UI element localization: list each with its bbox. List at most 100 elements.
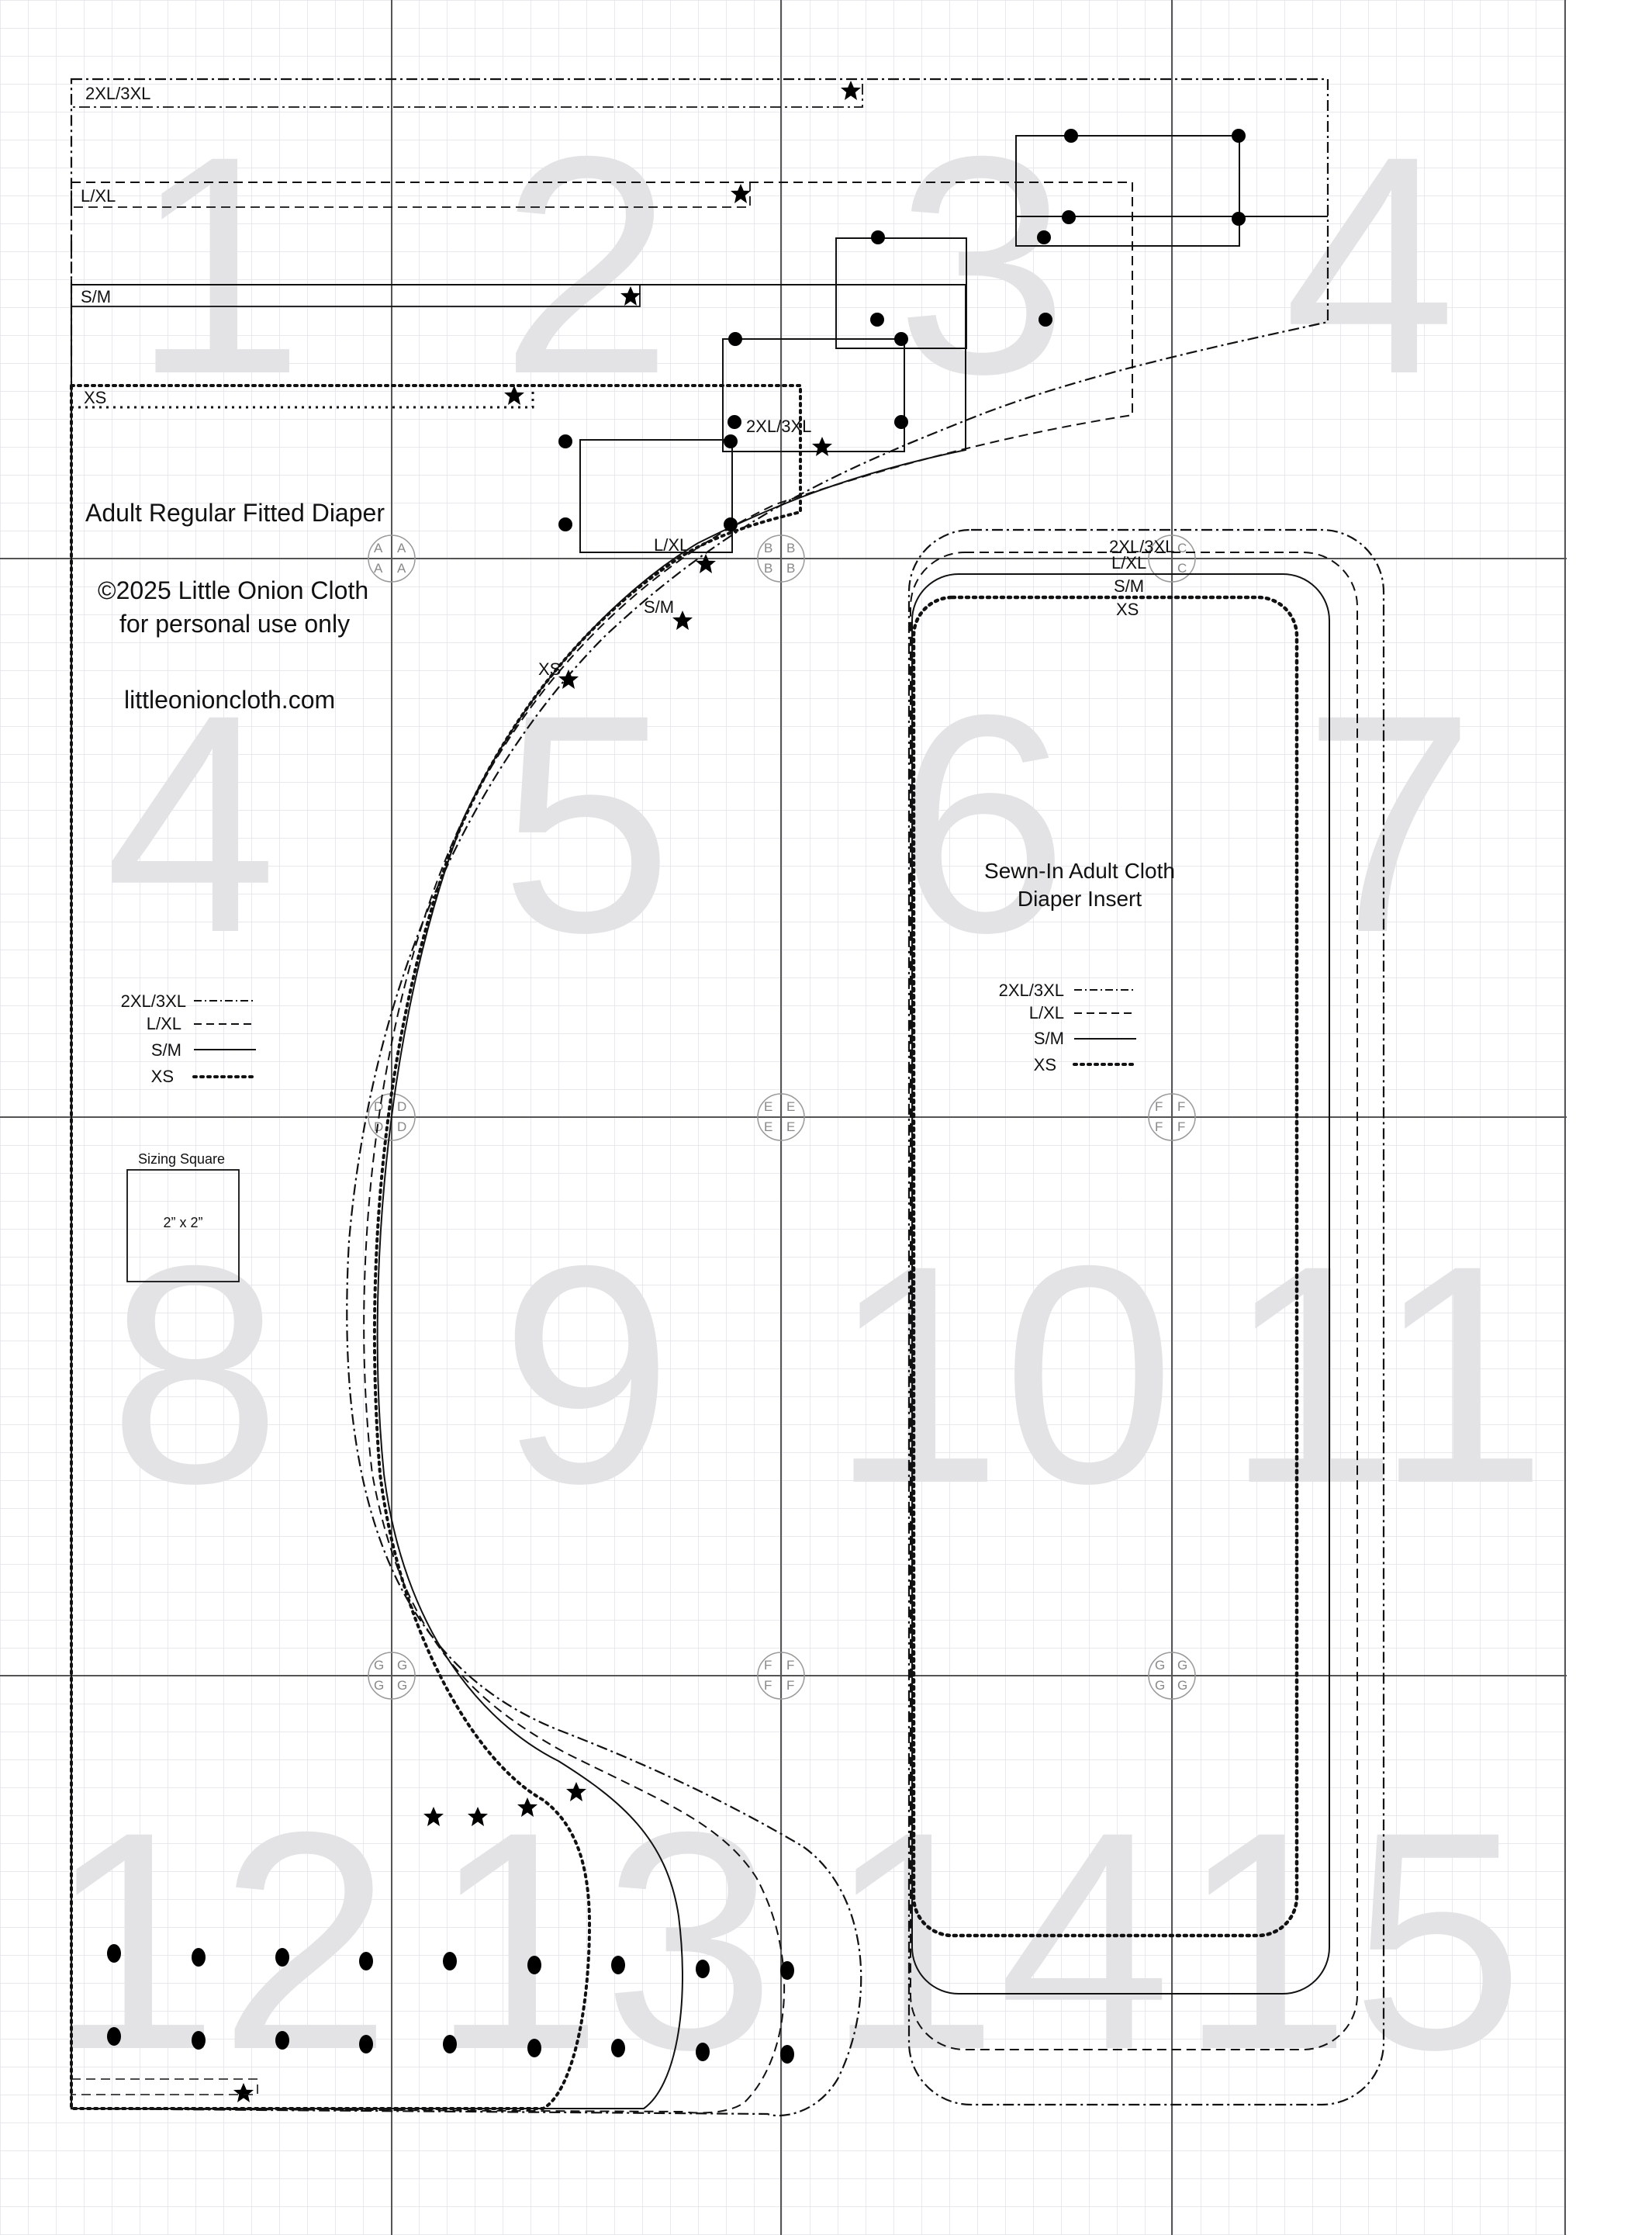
insert-title-line2: Diaper Insert (1018, 887, 1142, 911)
page-number: 2 (500, 92, 672, 438)
size-label-bars (70, 78, 863, 409)
reg-letter: C (1177, 541, 1187, 555)
size-label-xs: XS (84, 388, 106, 407)
bottom-snap-dots (107, 1944, 794, 2064)
diaper-outlines (70, 78, 1329, 2117)
size-label-sm-tab: S/M (644, 597, 674, 617)
insert-legend-label: 2XL/3XL (999, 981, 1064, 1000)
diaper-outline-s-m (71, 284, 966, 2109)
reg-letter: G (397, 1658, 407, 1673)
insert-size-label-2xl: 2XL/3XL (1109, 537, 1174, 556)
insert-legend-label: XS (1034, 1055, 1056, 1074)
reg-letter: G (1155, 1658, 1165, 1673)
page-number: 9 (500, 1201, 672, 1548)
page-grid-lines (0, 0, 1567, 2235)
legend-label: L/XL (147, 1014, 181, 1033)
insert-size-label-sm: S/M (1114, 576, 1144, 596)
tab-rect-lxl (835, 237, 967, 349)
tab-rect-xs (579, 439, 733, 553)
reg-letter: A (374, 561, 383, 576)
insert-outline-xs (911, 595, 1299, 1938)
page-number: 1 (132, 92, 304, 438)
legend-label: S/M (151, 1040, 181, 1060)
registration-mark-b (757, 535, 805, 583)
legend-label: 2XL/3XL (121, 991, 186, 1011)
reg-letter: F (764, 1658, 772, 1673)
page-number: 14 (826, 1767, 1171, 2114)
page-number: 10 (830, 1201, 1175, 1548)
tab-rect-sm (722, 338, 905, 452)
insert-outline-l-xl (910, 552, 1358, 2050)
diaper-outline-l-xl (71, 182, 1133, 2114)
reg-letter: F (1155, 1099, 1163, 1114)
reg-letter: G (1155, 1678, 1165, 1693)
registration-mark-f2 (757, 1652, 805, 1700)
insert-title-line1: Sewn-In Adult Cloth (984, 859, 1175, 883)
page-numbers: 1 2 3 4 4 5 6 7 8 9 10 11 12 13 14 15 (47, 92, 1547, 2114)
reg-letter: E (786, 1099, 795, 1114)
reg-letter: G (1177, 1678, 1187, 1693)
reg-letter: E (786, 1119, 795, 1134)
reg-letter: B (786, 561, 795, 576)
reg-letter: G (397, 1678, 407, 1693)
size-label-xs-tab: XS (538, 659, 561, 679)
reg-letter: A (374, 541, 383, 555)
registration-mark-g2 (1148, 1652, 1196, 1700)
reg-letter: G (374, 1678, 384, 1693)
page-number: 4 (105, 650, 277, 997)
registration-marks (368, 535, 1196, 1700)
reg-letter: F (786, 1658, 794, 1673)
page-number: 4 (1284, 92, 1456, 438)
reg-letter: C (1177, 561, 1187, 576)
reg-letter: F (1155, 1119, 1163, 1134)
registration-mark-e (757, 1093, 805, 1141)
size-label-2xl: 2XL/3XL (85, 84, 150, 103)
reg-letter: D (397, 1119, 406, 1134)
page-number: 12 (47, 1767, 392, 2114)
tab-rectangles (579, 135, 1240, 553)
reg-letter: F (786, 1678, 794, 1693)
website-text: littleonioncloth.com (124, 686, 335, 714)
sizing-square-label: 2” x 2” (163, 1215, 202, 1230)
diaper-title: Adult Regular Fitted Diaper (85, 499, 385, 527)
reg-letter: E (764, 1119, 772, 1134)
snap-dots (558, 129, 1246, 531)
insert-outlines (907, 528, 1385, 2106)
page-number: 6 (896, 650, 1068, 997)
usage-text: for personal use only (119, 610, 350, 638)
reg-letter: A (397, 561, 406, 576)
main-legend: 2XL/3XL L/XL S/M XS (121, 991, 257, 1086)
legend-label: XS (151, 1067, 174, 1086)
registration-mark-g (368, 1652, 416, 1700)
bottom-tab-bar (71, 2078, 258, 2095)
size-label-2xl-tab: 2XL/3XL (746, 417, 811, 436)
reg-letter: A (397, 541, 406, 555)
size-label-sm: S/M (81, 287, 111, 306)
page-number: 3 (896, 92, 1068, 438)
page-number: 11 (1225, 1201, 1547, 1548)
page-number: 13 (430, 1767, 776, 2114)
reg-letter: D (374, 1119, 383, 1134)
insert-legend-label: S/M (1034, 1029, 1064, 1048)
reg-letter: F (764, 1678, 772, 1693)
insert-size-label-lxl: L/XL (1111, 553, 1146, 573)
reg-letter: B (786, 541, 795, 555)
registration-letters: A A A A B B B B C C D D D D E E E E F F … (374, 541, 1187, 1693)
size-label-lxl: L/XL (81, 186, 116, 206)
reg-letter: D (397, 1099, 406, 1114)
reg-letter: G (1177, 1658, 1187, 1673)
insert-size-label-xs: XS (1116, 600, 1139, 619)
reg-letter: B (764, 541, 772, 555)
reg-letter: B (764, 561, 772, 576)
registration-mark-c (1148, 535, 1196, 583)
sizing-square-title: Sizing Square (138, 1151, 225, 1167)
diaper-outline-2xl-3xl (70, 78, 1329, 2117)
page-number: 7 (1303, 650, 1475, 997)
registration-mark-f (1148, 1093, 1196, 1141)
diaper-outline-xs (70, 384, 802, 2110)
reg-letter: G (374, 1658, 384, 1673)
registration-mark-a (368, 535, 416, 583)
page-number: 5 (500, 650, 672, 997)
copyright-text: ©2025 Little Onion Cloth (98, 576, 368, 604)
